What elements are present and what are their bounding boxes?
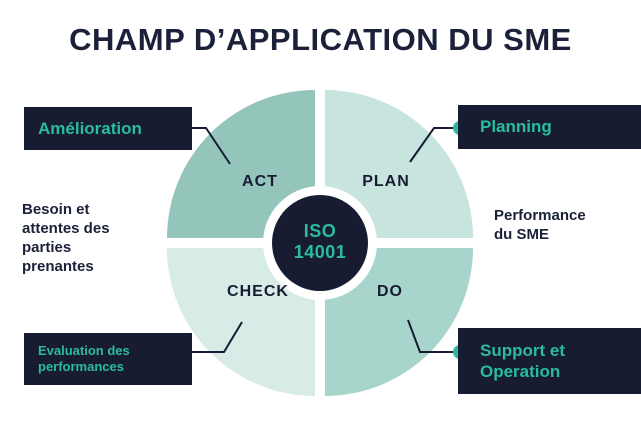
quadrant-label-check: CHECK xyxy=(227,283,289,300)
side-note-left: Besoin et attentes des parties prenantes xyxy=(22,200,110,276)
center-label-line1: ISO xyxy=(303,221,337,241)
box-evaluation: Evaluation des performances xyxy=(24,333,192,385)
side-note-left-line1: Besoin et xyxy=(22,201,90,218)
side-note-left-line4: prenantes xyxy=(22,258,94,275)
side-note-right: Performance du SME xyxy=(494,206,586,244)
quadrant-plan-shape xyxy=(325,90,473,238)
box-amelioration-label: Amélioration xyxy=(38,118,142,138)
connector-line-support xyxy=(407,319,456,353)
quadrant-label-plan: PLAN xyxy=(362,173,410,190)
quadrant-do-shape xyxy=(325,248,473,396)
box-support-line1: Support et xyxy=(480,341,565,360)
connector-line-planning xyxy=(409,127,456,163)
box-planning-label: Planning xyxy=(480,117,552,136)
box-evaluation-line2: performances xyxy=(38,359,124,374)
side-note-left-line3: parties xyxy=(22,239,72,256)
connector-line-evaluation xyxy=(184,321,243,353)
side-note-right-line1: Performance xyxy=(494,207,586,224)
quadrant-label-do: DO xyxy=(377,283,403,300)
box-planning: Planning xyxy=(458,105,641,149)
quadrant-act-shape xyxy=(167,90,315,238)
center-label: ISO 14001 xyxy=(268,221,372,263)
side-note-right-line2: du SME xyxy=(494,226,549,243)
quadrant-label-act: ACT xyxy=(242,173,278,190)
page-title: CHAMP D’APPLICATION DU SME xyxy=(69,22,572,57)
box-support: Support et Operation xyxy=(458,328,641,394)
box-evaluation-line1: Evaluation des xyxy=(38,343,130,358)
box-support-line2: Operation xyxy=(480,362,561,381)
center-label-line2: 14001 xyxy=(293,242,347,262)
box-amelioration: Amélioration xyxy=(24,107,192,150)
center-circle xyxy=(272,195,368,291)
side-note-left-line2: attentes des xyxy=(22,220,110,237)
